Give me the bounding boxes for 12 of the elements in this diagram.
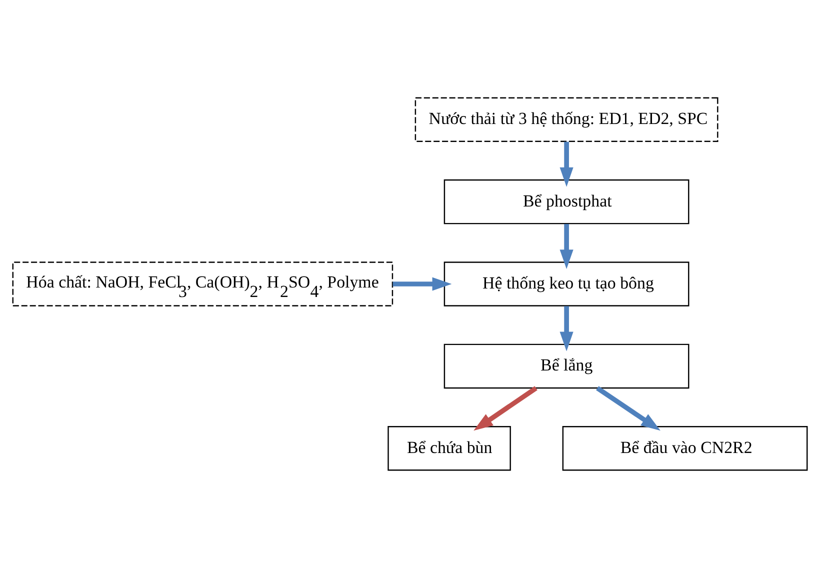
arrow: [560, 224, 574, 270]
node-box: Hệ thống keo tụ tạo bông: [444, 262, 690, 306]
node-box: Bể đầu vào CN2R2: [562, 426, 808, 471]
node-box: Bể chứa bùn: [388, 426, 511, 471]
node-box: Bể phostphat: [444, 179, 690, 224]
node-box: Bể lắng: [444, 344, 690, 389]
arrow: [596, 386, 660, 431]
arrow: [392, 277, 452, 291]
arrow: [560, 306, 574, 352]
arrow: [560, 142, 574, 187]
node-box: Nước thải từ 3 hệ thống: ED1, ED2, SPC: [414, 97, 718, 142]
arrow: [474, 386, 538, 431]
